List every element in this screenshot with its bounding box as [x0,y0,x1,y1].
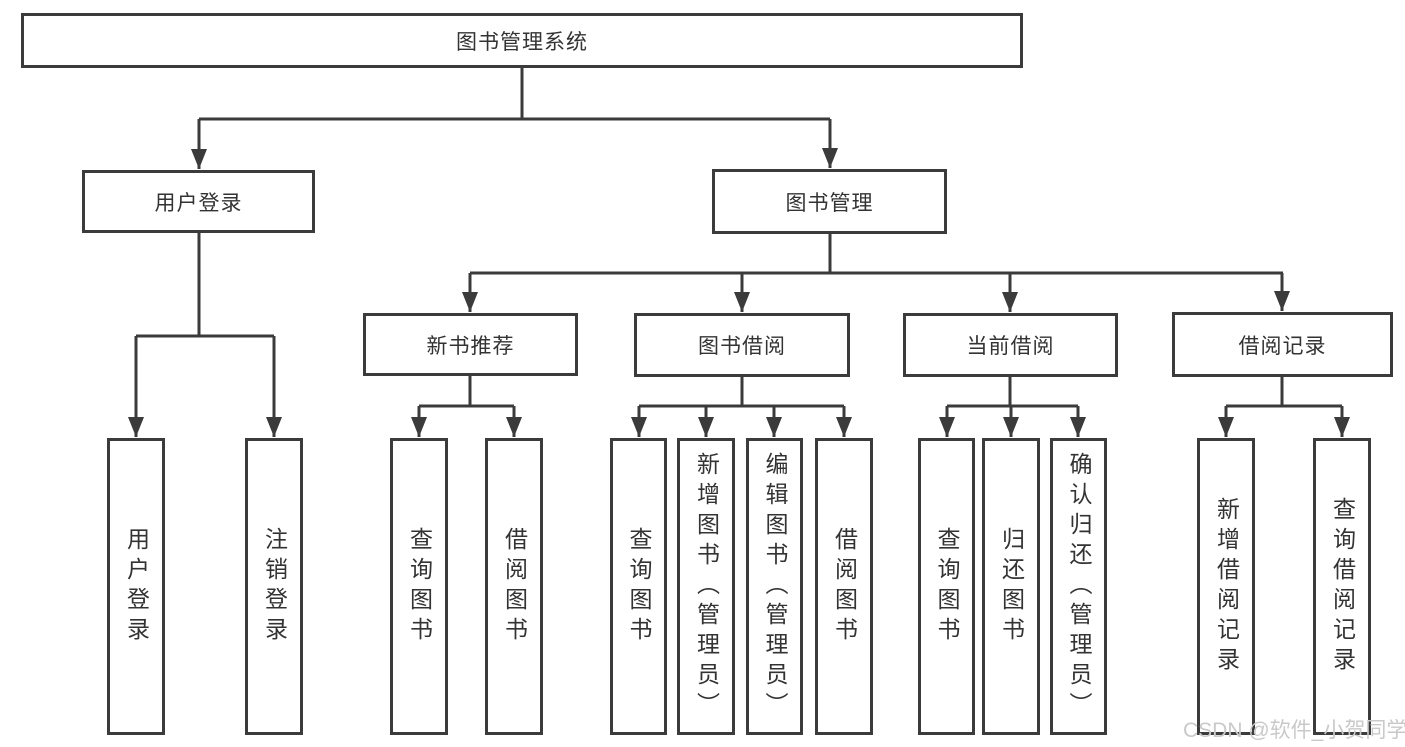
node-user-login: 用户登录 [82,170,315,233]
node-book-borrow-label: 图书借阅 [698,335,786,358]
leaf-user-login-label: 用户登录 [123,526,150,647]
leaf-query-books-recommend: 查询图书 [390,438,448,735]
node-book-management-label: 图书管理 [785,191,874,215]
leaf-borrow-books-label: 借阅图书 [831,526,858,647]
leaf-logout: 注销登录 [245,438,303,735]
leaf-query-books-current: 查询图书 [918,438,975,735]
leaf-query-books-recommend-label: 查询图书 [406,526,433,647]
node-book-borrow: 图书借阅 [634,313,850,377]
connector-arrow-lines [128,119,1350,437]
node-borrow-records-label: 借阅记录 [1238,334,1327,358]
leaf-query-borrow-record: 查询借阅记录 [1313,438,1371,735]
leaf-return-books-label: 归还图书 [998,526,1025,647]
connector-trunk-lines [136,68,1342,408]
leaf-borrow-books: 借阅图书 [815,438,873,735]
leaf-query-books-current-label: 查询图书 [934,526,960,647]
leaf-query-books-borrow: 查询图书 [610,438,667,735]
node-user-login-label: 用户登录 [154,191,243,215]
leaf-add-book-admin: 新增图书（管理员） [677,438,735,735]
node-root: 图书管理系统 [21,13,1023,68]
leaf-edit-book-admin: 编辑图书（管理员） [746,438,803,735]
node-current-borrow-label: 当前借阅 [966,335,1055,358]
node-current-borrow: 当前借阅 [903,313,1118,377]
node-borrow-records: 借阅记录 [1172,312,1393,377]
leaf-add-book-admin-label: 新增图书（管理员） [693,451,720,722]
leaf-borrow-books-recommend-label: 借阅图书 [501,526,528,647]
leaf-query-books-borrow-label: 查询图书 [626,526,652,647]
leaf-borrow-books-recommend: 借阅图书 [485,438,543,735]
node-root-label: 图书管理系统 [456,30,588,54]
node-new-book-recommend-label: 新书推荐 [426,334,515,358]
csdn-watermark: CSDN @软件_小贺同学 [1183,719,1405,742]
leaf-confirm-return-admin-label: 确认归还（管理员） [1066,451,1092,722]
leaf-add-borrow-record-label: 新增借阅记录 [1213,496,1240,677]
leaf-query-borrow-record-label: 查询借阅记录 [1329,496,1356,677]
leaf-add-borrow-record: 新增借阅记录 [1197,438,1255,735]
node-book-management: 图书管理 [712,169,947,234]
node-new-book-recommend: 新书推荐 [363,313,578,376]
leaf-confirm-return-admin: 确认归还（管理员） [1050,438,1107,735]
leaf-user-login: 用户登录 [107,438,165,735]
leaf-edit-book-admin-label: 编辑图书（管理员） [762,451,788,722]
leaf-logout-label: 注销登录 [261,526,288,647]
leaf-return-books: 归还图书 [982,438,1040,735]
